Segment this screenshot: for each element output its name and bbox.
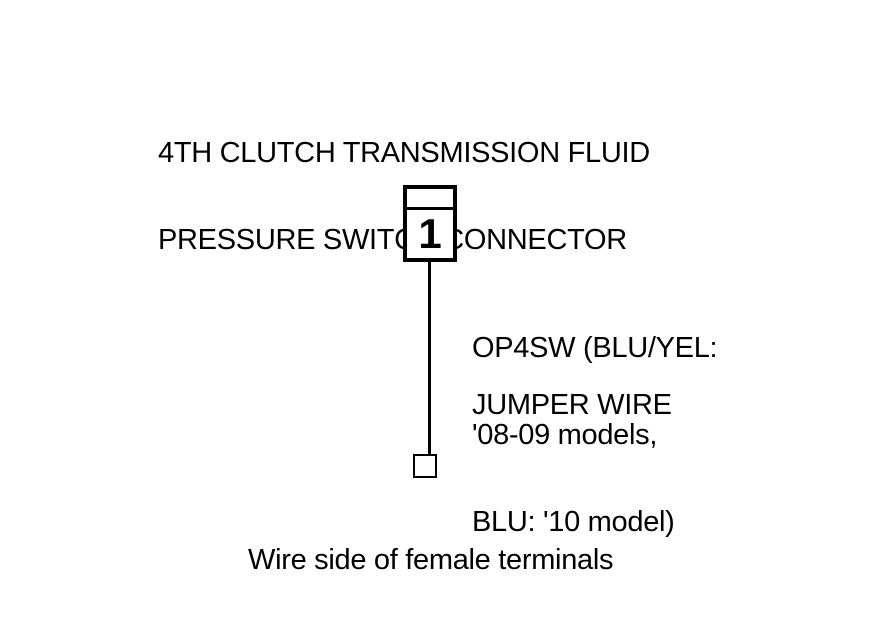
wire-line bbox=[428, 262, 431, 456]
connector-outline: 1 bbox=[403, 185, 457, 262]
jumper-wire-label: JUMPER WIRE bbox=[472, 389, 672, 421]
terminal-view-caption: Wire side of female terminals bbox=[248, 544, 614, 576]
wire-color-label: OP4SW (BLU/YEL: '08-09 models, BLU: '10 … bbox=[472, 276, 718, 595]
connector-cavity-top bbox=[407, 189, 453, 210]
pin-number: 1 bbox=[418, 210, 442, 257]
terminal-square bbox=[413, 454, 437, 478]
diagram-title-line-1: 4TH CLUTCH TRANSMISSION FLUID bbox=[158, 137, 650, 169]
wire-color-label-line-3: BLU: '10 model) bbox=[472, 506, 675, 538]
wire-color-label-line-2: '08-09 models, bbox=[472, 419, 658, 451]
wire-color-label-line-1: OP4SW (BLU/YEL: bbox=[472, 332, 718, 364]
pin-cell-1: 1 bbox=[407, 210, 453, 258]
